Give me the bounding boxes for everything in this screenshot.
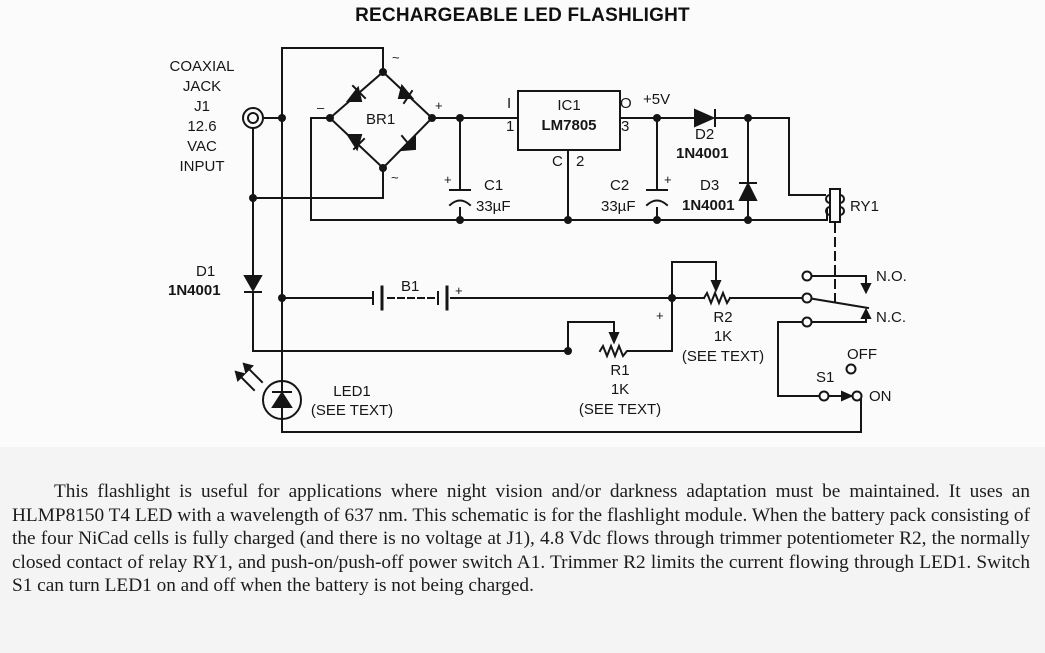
ic1-ref: IC1 bbox=[557, 97, 580, 114]
c1-value: 33µF bbox=[476, 198, 511, 215]
input-label-line: VAC bbox=[187, 138, 217, 155]
diagram-title: RECHARGEABLE LED FLASHLIGHT bbox=[355, 5, 690, 26]
diode-d3 bbox=[738, 181, 758, 201]
br1-label: BR1 bbox=[366, 111, 395, 128]
trimmer-r1 bbox=[598, 332, 631, 359]
relay-no-label: N.O. bbox=[876, 268, 907, 285]
switch-ref: S1 bbox=[816, 369, 834, 386]
diode-d2 bbox=[694, 108, 716, 128]
d2-part: 1N4001 bbox=[676, 145, 729, 162]
schematic-panel: RECHARGEABLE LED FLASHLIGHT bbox=[168, 5, 907, 433]
relay-ry1-coil bbox=[825, 188, 845, 306]
c2-polarity: + bbox=[664, 172, 672, 187]
led-note: (SEE TEXT) bbox=[311, 402, 393, 419]
ic1-pin-out-letter: O bbox=[620, 95, 632, 112]
s1-arrowhead bbox=[841, 390, 854, 402]
input-label: COAXIAL JACK J1 12.6 VAC INPUT bbox=[169, 58, 234, 175]
input-label-line: J1 bbox=[194, 98, 210, 115]
junction-dots bbox=[249, 68, 752, 355]
c2-ref: C2 bbox=[610, 177, 629, 194]
r1-ref: R1 bbox=[610, 362, 629, 379]
ic1-part: LM7805 bbox=[541, 117, 596, 134]
ic1-pin-in-num: 1 bbox=[506, 118, 514, 135]
description-paragraph: This flashlight is useful for applicatio… bbox=[12, 481, 1030, 596]
d3-ref: D3 bbox=[700, 177, 719, 194]
battery-polarity: + bbox=[455, 283, 463, 298]
d3-part: 1N4001 bbox=[682, 197, 735, 214]
input-label-line: JACK bbox=[183, 78, 221, 95]
circuit-schematic: COAXIAL JACK J1 12.6 VAC INPUT ~ ~ – + B… bbox=[168, 47, 907, 433]
led-ref: LED1 bbox=[333, 383, 371, 400]
coaxial-jack-j1 bbox=[242, 107, 264, 129]
capacitor-c1 bbox=[448, 189, 472, 207]
battery-b1 bbox=[372, 285, 449, 311]
capacitor-c2 bbox=[645, 189, 669, 207]
r2-polarity: + bbox=[656, 308, 664, 323]
ic1-pin-com-letter: C bbox=[552, 153, 563, 170]
rail-5v-label: +5V bbox=[643, 91, 670, 108]
ic1-regulator-box bbox=[517, 90, 621, 151]
diode-d1 bbox=[243, 275, 263, 293]
r2-value: 1K bbox=[714, 328, 732, 345]
c1-polarity: + bbox=[444, 172, 452, 187]
ic1-pin-out-num: 3 bbox=[621, 118, 629, 135]
r2-note: (SEE TEXT) bbox=[682, 348, 764, 365]
trimmer-r2 bbox=[702, 280, 732, 306]
relay-ref: RY1 bbox=[850, 198, 879, 215]
d1-ref: D1 bbox=[196, 263, 215, 280]
battery-ref: B1 bbox=[401, 278, 419, 295]
c2-value: 33µF bbox=[601, 198, 636, 215]
br1-pos: + bbox=[435, 98, 443, 113]
br1-neg: – bbox=[317, 100, 325, 115]
switch-s1 bbox=[818, 363, 863, 402]
switch-on-label: ON bbox=[869, 388, 892, 405]
relay-contacts bbox=[801, 270, 813, 328]
nc-arrowhead bbox=[860, 307, 872, 319]
ic1-pin-com-num: 2 bbox=[576, 153, 584, 170]
r2-ref: R2 bbox=[713, 309, 732, 326]
no-arrowhead bbox=[860, 283, 872, 295]
r1-note: (SEE TEXT) bbox=[579, 401, 661, 418]
d2-ref: D2 bbox=[695, 126, 714, 143]
input-label-line: COAXIAL bbox=[169, 58, 234, 75]
r1-value: 1K bbox=[611, 381, 629, 398]
br1-ac-bottom: ~ bbox=[391, 170, 399, 185]
led1 bbox=[234, 362, 302, 420]
input-label-line: INPUT bbox=[180, 158, 225, 175]
relay-nc-label: N.C. bbox=[876, 309, 906, 326]
ic1-pin-in-letter: I bbox=[507, 95, 511, 112]
description-panel: This flashlight is useful for applicatio… bbox=[0, 447, 1045, 653]
switch-off-label: OFF bbox=[847, 346, 877, 363]
d1-part: 1N4001 bbox=[168, 282, 221, 299]
br1-ac-top: ~ bbox=[392, 50, 400, 65]
input-label-line: 12.6 bbox=[187, 118, 216, 135]
c1-ref: C1 bbox=[484, 177, 503, 194]
